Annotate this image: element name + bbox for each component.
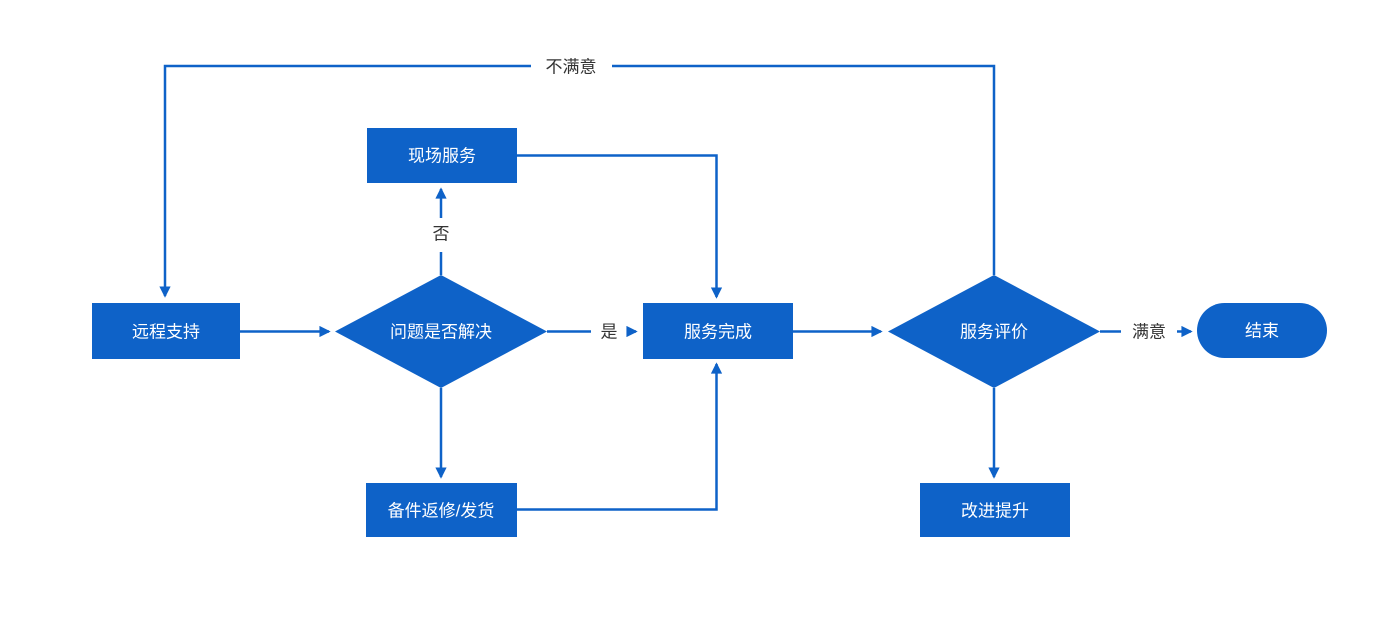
edge-eval-to-remote-left-segment: [159, 64, 531, 298]
node-service-evaluation-shape[interactable]: [888, 275, 1100, 388]
node-end[interactable]: 结束: [1197, 303, 1327, 358]
node-service-complete-label: 服务完成: [684, 323, 752, 342]
edge-spare-to-complete: [517, 362, 723, 511]
connectors: [159, 64, 1193, 511]
node-service-evaluation-label: 服务评价: [960, 323, 1028, 342]
node-onsite-service[interactable]: 现场服务: [367, 128, 517, 183]
node-remote-support-label: 远程支持: [132, 323, 200, 342]
node-service-complete-shape[interactable]: [643, 303, 793, 359]
node-improvement[interactable]: 改进提升: [920, 483, 1070, 537]
node-remote-support[interactable]: 远程支持: [92, 303, 240, 359]
node-improvement-shape[interactable]: [920, 483, 1070, 537]
node-onsite-service-shape[interactable]: [367, 128, 517, 183]
edge-label-unsatisfied: 不满意: [546, 58, 597, 77]
node-problem-solved-label: 问题是否解决: [390, 323, 492, 342]
node-spare-parts-label: 备件返修/发货: [388, 502, 495, 521]
node-service-complete[interactable]: 服务完成: [643, 303, 793, 359]
edge-eval-to-remote-right-segment: [612, 64, 996, 275]
node-improvement-label: 改进提升: [961, 502, 1029, 521]
node-problem-solved[interactable]: 问题是否解决: [335, 275, 547, 388]
edge-label-no: 否: [433, 225, 450, 244]
node-service-evaluation[interactable]: 服务评价: [888, 275, 1100, 388]
node-end-label: 结束: [1245, 322, 1279, 341]
node-problem-solved-shape[interactable]: [335, 275, 547, 388]
node-end-shape[interactable]: [1197, 303, 1327, 358]
node-onsite-service-label: 现场服务: [408, 147, 476, 166]
node-remote-support-shape[interactable]: [92, 303, 240, 359]
edge-label-yes: 是: [601, 323, 618, 342]
edge-label-satisfied: 满意: [1132, 323, 1166, 342]
node-spare-parts-shape[interactable]: [366, 483, 517, 537]
node-spare-parts[interactable]: 备件返修/发货: [366, 483, 517, 537]
edge-onsite-to-complete: [517, 154, 723, 299]
